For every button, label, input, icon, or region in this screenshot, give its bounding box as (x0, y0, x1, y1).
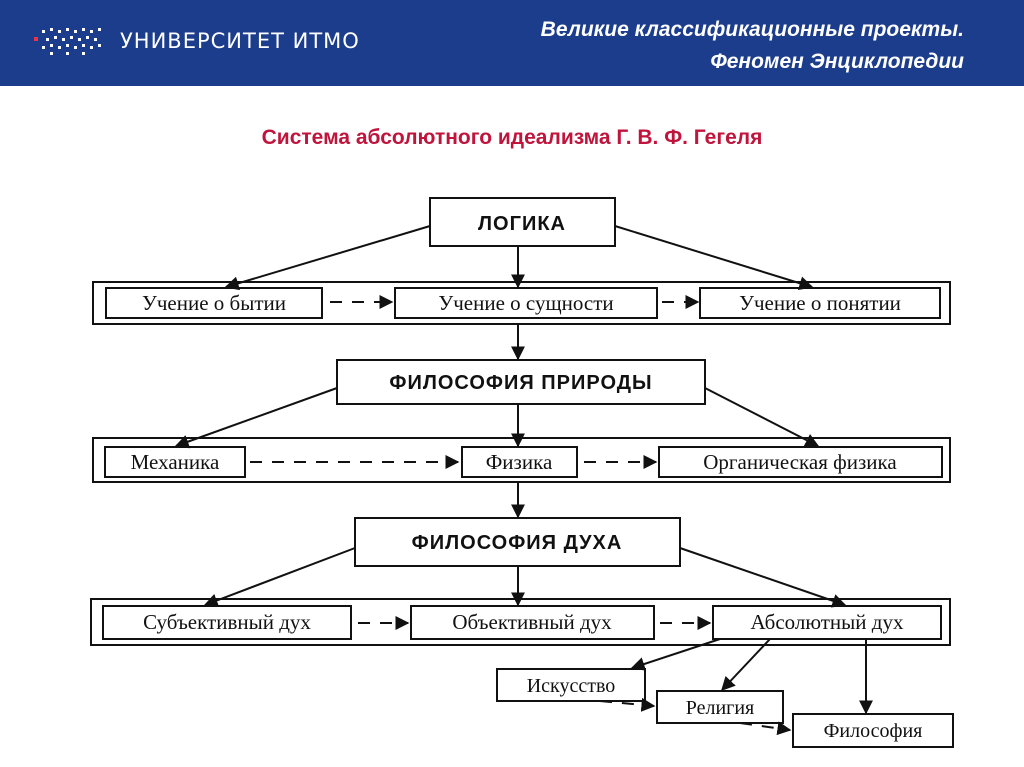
itmo-logo-icon (34, 28, 101, 55)
nature-item-2: Физика (486, 450, 553, 474)
absolute-item-3-box (792, 713, 954, 748)
absolute-item-3: Философия (824, 720, 923, 742)
logic-item-1-box (105, 287, 323, 319)
absolute-item-2-box (656, 690, 784, 724)
header-bar: УНИВЕРСИТЕТ ИТМО Великие классификационн… (0, 0, 1024, 86)
nature-label: ФИЛОСОФИЯ ПРИРОДЫ (389, 372, 652, 394)
header-title: Великие классификационные проекты. Феном… (404, 14, 964, 78)
nature-item-3-box (658, 446, 943, 478)
spirit-item-1: Субъективный дух (143, 610, 311, 634)
logic-box (429, 197, 616, 247)
logic-item-2-box (394, 287, 658, 319)
spirit-item-3-box (712, 605, 942, 640)
logic-item-1: Учение о бытии (142, 291, 286, 315)
spirit-item-3: Абсолютный дух (751, 610, 904, 634)
logic-label: ЛОГИКА (478, 213, 566, 235)
logic-item-3-box (699, 287, 941, 319)
absolute-item-1: Искусство (527, 675, 616, 697)
logic-item-3: Учение о понятии (739, 291, 901, 315)
spirit-item-2: Объективный дух (452, 610, 612, 634)
spirit-label: ФИЛОСОФИЯ ДУХА (412, 532, 623, 554)
header-title-line2: Феномен Энциклопедии (710, 50, 964, 73)
nature-item-1: Механика (131, 450, 220, 474)
logo-text: УНИВЕРСИТЕТ ИТМО (120, 29, 360, 53)
spirit-item-1-box (102, 605, 352, 640)
slide-title: Система абсолютного идеализма Г. В. Ф. Г… (261, 126, 763, 149)
spirit-item-2-box (410, 605, 655, 640)
header-title-line1: Великие классификационные проекты. (540, 18, 964, 41)
logic-item-2: Учение о сущности (438, 291, 613, 315)
absolute-item-2: Религия (686, 697, 755, 719)
nature-item-3: Органическая физика (703, 450, 897, 474)
absolute-item-1-box (496, 668, 646, 702)
